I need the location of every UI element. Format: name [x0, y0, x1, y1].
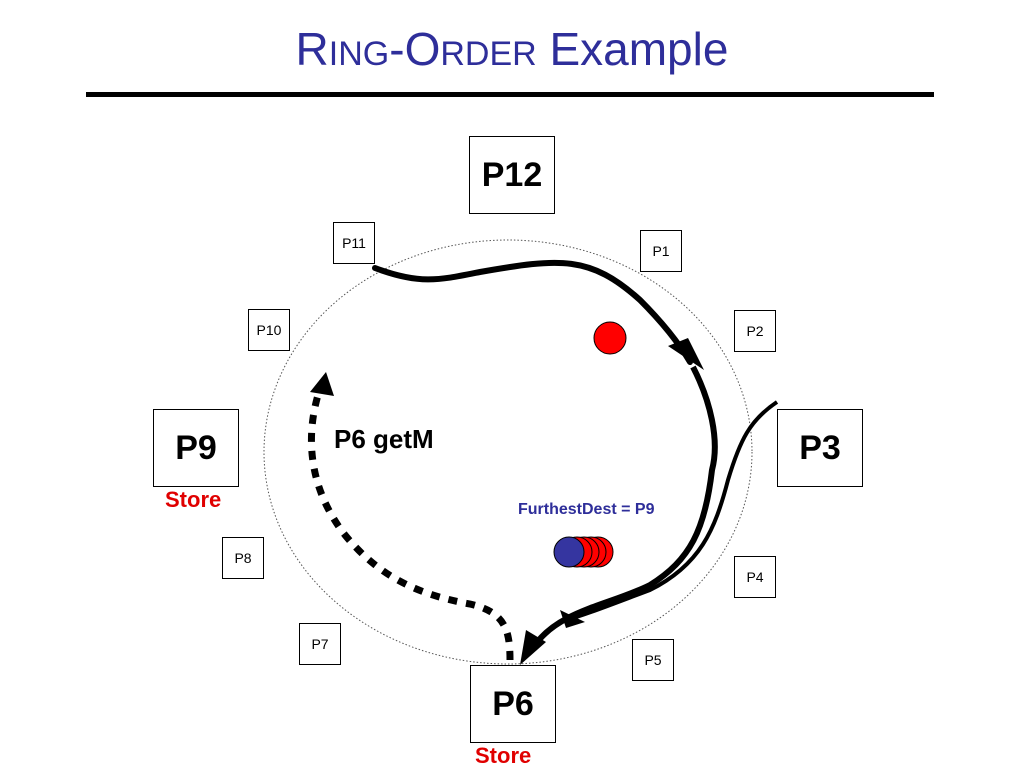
node-label: P11	[342, 235, 366, 251]
title-part: RDER	[440, 35, 537, 73]
p3-response-arrowhead	[560, 610, 585, 628]
node-label: P1	[652, 243, 670, 259]
node-p11: P11	[333, 222, 375, 264]
title-divider	[86, 92, 934, 97]
forward-path-arrowhead	[668, 338, 704, 370]
ring-ellipse	[263, 239, 753, 665]
node-p7: P7	[299, 623, 341, 665]
red-token	[593, 321, 627, 355]
title-part: ING	[328, 35, 390, 73]
node-label: P4	[746, 569, 764, 585]
node-label: P8	[234, 550, 252, 566]
node-p10: P10	[248, 309, 290, 351]
furthest-dest-label: FurthestDest = P9	[518, 501, 655, 518]
node-label: P6	[492, 684, 534, 723]
store-label-p9: Store	[165, 487, 222, 512]
node-label: P10	[256, 322, 282, 338]
getm-request-label: P6 getM	[334, 424, 434, 454]
node-p4: P4	[734, 556, 776, 598]
node-label: P12	[481, 155, 543, 194]
title-part: Example	[536, 23, 729, 75]
node-label: P3	[799, 428, 841, 467]
title-part: R	[295, 23, 329, 75]
node-label: P9	[175, 428, 217, 467]
node-p6: P6	[470, 665, 556, 743]
node-p12: P12	[469, 136, 555, 214]
node-p9: P9	[153, 409, 239, 487]
node-p2: P2	[734, 310, 776, 352]
node-p1: P1	[640, 230, 682, 272]
title-part: O	[404, 23, 441, 75]
node-p3: P3	[777, 409, 863, 487]
p3-response-path	[559, 400, 779, 624]
blue-token	[553, 536, 585, 568]
getm-request-arrowhead	[310, 372, 334, 396]
node-p5: P5	[632, 639, 674, 681]
forward-path-arrow	[372, 259, 693, 365]
node-p8: P8	[222, 537, 264, 579]
title-part: -	[389, 23, 405, 75]
return-path-line	[532, 365, 718, 647]
return-path-arrowhead	[520, 630, 546, 665]
node-label: P2	[746, 323, 764, 339]
slide-title: RING-ORDER Example	[0, 22, 1024, 76]
store-label-p6: Store	[475, 743, 532, 768]
node-label: P7	[311, 636, 329, 652]
getm-request-path	[307, 394, 514, 661]
node-label: P5	[644, 652, 662, 668]
